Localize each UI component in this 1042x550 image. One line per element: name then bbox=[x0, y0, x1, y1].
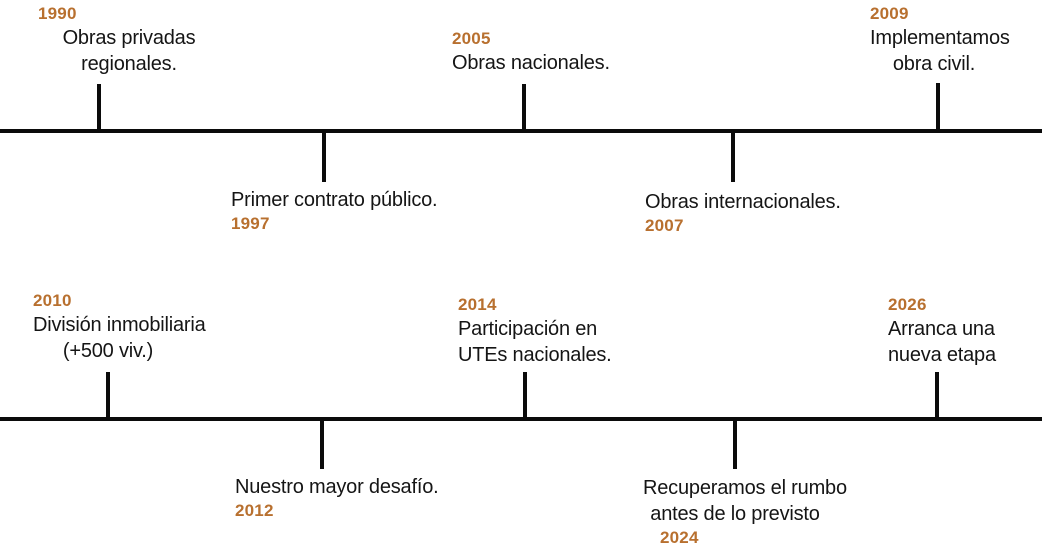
event-description-line: UTEs nacionales. bbox=[458, 344, 612, 366]
event-year: 1997 bbox=[231, 214, 270, 233]
event-year: 2010 bbox=[33, 291, 72, 310]
event-description-line: Primer contrato público. bbox=[231, 189, 438, 211]
event-year: 1990 bbox=[38, 4, 77, 23]
event-tick-mark bbox=[522, 84, 526, 131]
event-description-line: Obras internacionales. bbox=[645, 191, 841, 213]
event-year: 2012 bbox=[235, 501, 274, 520]
event-label-2024: Recuperamos el rumbo antes de lo previst… bbox=[643, 475, 847, 549]
event-tick-mark bbox=[733, 419, 737, 469]
event-label-2009: 2009 Implementamos obra civil. bbox=[870, 3, 1010, 77]
event-description-line: Implementamos bbox=[870, 27, 1010, 49]
event-label-1997: Primer contrato público. 1997 bbox=[231, 187, 438, 235]
event-description-line: nueva etapa bbox=[888, 344, 996, 366]
event-tick-mark bbox=[936, 83, 940, 131]
event-label-2010: 2010 División inmobiliaria (+500 viv.) bbox=[33, 290, 206, 364]
event-description-line: Recuperamos el rumbo bbox=[643, 477, 847, 499]
event-description-line: obra civil. bbox=[892, 53, 976, 75]
event-year: 2014 bbox=[458, 295, 497, 314]
event-description-line: División inmobiliaria bbox=[33, 314, 206, 336]
event-label-2007: Obras internacionales. 2007 bbox=[645, 189, 841, 237]
event-tick-mark bbox=[97, 84, 101, 131]
event-tick-mark bbox=[731, 131, 735, 182]
event-description-line: antes de lo previsto bbox=[650, 503, 820, 525]
bottom-timeline-line bbox=[0, 417, 1042, 421]
event-tick-mark bbox=[320, 419, 324, 469]
event-year: 2005 bbox=[452, 29, 491, 48]
event-tick-mark bbox=[523, 372, 527, 419]
event-tick-mark bbox=[322, 131, 326, 182]
event-label-1990: 1990 Obras privadas regionales. bbox=[38, 3, 220, 77]
event-tick-mark bbox=[935, 372, 939, 419]
event-label-2005: 2005 Obras nacionales. bbox=[452, 28, 610, 76]
event-description-line: regionales. bbox=[81, 53, 177, 75]
event-year: 2024 bbox=[660, 528, 699, 547]
event-label-2012: Nuestro mayor desafío. 2012 bbox=[235, 474, 439, 522]
event-description-line: Obras privadas bbox=[62, 27, 196, 49]
event-description-line: Obras nacionales. bbox=[452, 52, 610, 74]
event-description-line: Nuestro mayor desafío. bbox=[235, 476, 439, 498]
event-year: 2009 bbox=[870, 4, 909, 23]
event-description-line: (+500 viv.) bbox=[62, 340, 154, 362]
top-timeline-line bbox=[0, 129, 1042, 133]
event-year: 2026 bbox=[888, 295, 927, 314]
event-tick-mark bbox=[106, 372, 110, 419]
event-label-2014: 2014 Participación en UTEs nacionales. bbox=[458, 294, 612, 368]
event-description-line: Arranca una bbox=[888, 318, 995, 340]
event-description-line: Participación en bbox=[458, 318, 598, 340]
event-label-2026: 2026 Arranca una nueva etapa bbox=[888, 294, 996, 368]
event-year: 2007 bbox=[645, 216, 684, 235]
